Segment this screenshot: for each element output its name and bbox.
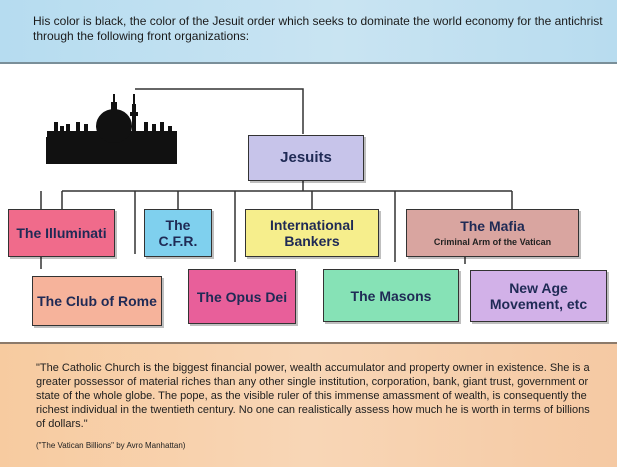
node-club-of-rome: The Club of Rome (32, 276, 162, 326)
node-jesuits: Jesuits (248, 135, 364, 181)
quote-text: "The Catholic Church is the biggest fina… (36, 362, 590, 430)
header-text: His color is black, the color of the Jes… (33, 14, 603, 43)
node-opus-dei-label: The Opus Dei (196, 288, 288, 305)
node-jesuits-label: Jesuits (280, 149, 332, 166)
quote-panel: "The Catholic Church is the biggest fina… (0, 342, 617, 467)
node-illuminati: The Illuminati (8, 209, 115, 257)
node-masons-label: The Masons (350, 287, 432, 304)
vatican-silhouette-icon (46, 94, 177, 164)
header-banner: His color is black, the color of the Jes… (0, 0, 617, 64)
node-mafia-sublabel: Criminal Arm of the Vatican (433, 237, 552, 247)
connector-lines (40, 88, 513, 269)
node-bankers: International Bankers (245, 209, 379, 257)
node-club-of-rome-label: The Club of Rome (37, 293, 157, 309)
node-illuminati-label: The Illuminati (16, 225, 107, 241)
node-new-age: New Age Movement, etc (470, 270, 607, 322)
node-bankers-label: International Bankers (269, 217, 354, 249)
node-cfr-label: The C.F.R. (158, 217, 198, 249)
node-new-age-label: New Age Movement, etc (489, 280, 588, 312)
node-opus-dei: The Opus Dei (188, 269, 296, 324)
node-cfr: The C.F.R. (144, 209, 212, 257)
quote-citation: ("The Vatican Billions" by Avro Manhatta… (36, 441, 186, 450)
node-mafia-label: The Mafia (460, 218, 525, 234)
node-mafia: The Mafia Criminal Arm of the Vatican (406, 209, 579, 257)
org-chart: Jesuits The Illuminati The C.F.R. Intern… (0, 64, 617, 344)
node-masons: The Masons (323, 269, 459, 322)
